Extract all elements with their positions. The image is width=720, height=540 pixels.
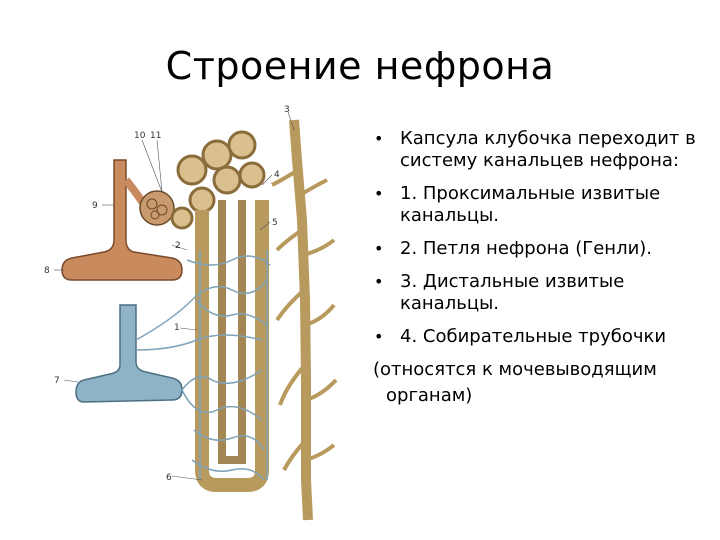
bullet-item: • 2. Петля нефрона (Генли). bbox=[370, 238, 710, 260]
bullet-text: Капсула клубочка переходит в систему кан… bbox=[400, 128, 696, 171]
slide-title: Строение нефрона bbox=[165, 44, 555, 88]
figure-label-texts: 10 11 3 9 4 5 2 8 1 7 6 bbox=[44, 105, 290, 483]
label-9: 9 bbox=[92, 201, 98, 211]
loop-of-henle bbox=[195, 200, 269, 492]
renal-vein bbox=[75, 304, 183, 403]
bullet-text: 4. Собирательные трубочки bbox=[400, 326, 667, 347]
collecting-duct bbox=[271, 119, 338, 521]
note-line-2: органам) bbox=[386, 385, 473, 406]
label-3: 3 bbox=[284, 105, 290, 115]
label-4: 4 bbox=[274, 170, 280, 180]
bullet-item: • 3. Дистальные извитые канальцы. bbox=[370, 271, 710, 315]
figure-labels bbox=[54, 111, 295, 481]
bullet-item: • 1. Проксимальные извитые канальцы. bbox=[370, 183, 710, 227]
label-10: 10 bbox=[134, 131, 146, 141]
note-line-1: (относятся к мочевыводящим bbox=[373, 359, 657, 380]
label-1: 1 bbox=[174, 323, 180, 333]
label-2: 2 bbox=[175, 241, 181, 251]
convoluted-tubules bbox=[170, 130, 266, 230]
nephron-illustration: 10 11 3 9 4 5 2 8 1 7 6 bbox=[22, 100, 367, 530]
bullet-dot: • bbox=[374, 327, 384, 346]
bullet-text: 3. Дистальные извитые канальцы. bbox=[400, 271, 625, 314]
bullet-item: • 4. Собирательные трубочки bbox=[370, 326, 710, 348]
bullet-dot: • bbox=[374, 129, 384, 148]
capillary-network bbox=[135, 250, 271, 481]
label-8: 8 bbox=[44, 266, 50, 276]
label-5: 5 bbox=[272, 218, 278, 228]
bullet-text: 1. Проксимальные извитые канальцы. bbox=[400, 183, 661, 226]
bullet-text: 2. Петля нефрона (Генли). bbox=[400, 238, 653, 259]
label-7: 7 bbox=[54, 376, 60, 386]
label-11: 11 bbox=[150, 131, 161, 141]
bullet-list: • Капсула клубочка переходит в систему ка… bbox=[370, 128, 710, 407]
glomerulus bbox=[139, 190, 175, 226]
bullet-dot: • bbox=[374, 239, 384, 258]
bullet-item: • Капсула клубочка переходит в систему ка… bbox=[370, 128, 710, 172]
bullet-dot: • bbox=[374, 184, 384, 203]
bullet-dot: • bbox=[374, 272, 384, 291]
label-6: 6 bbox=[166, 473, 172, 483]
